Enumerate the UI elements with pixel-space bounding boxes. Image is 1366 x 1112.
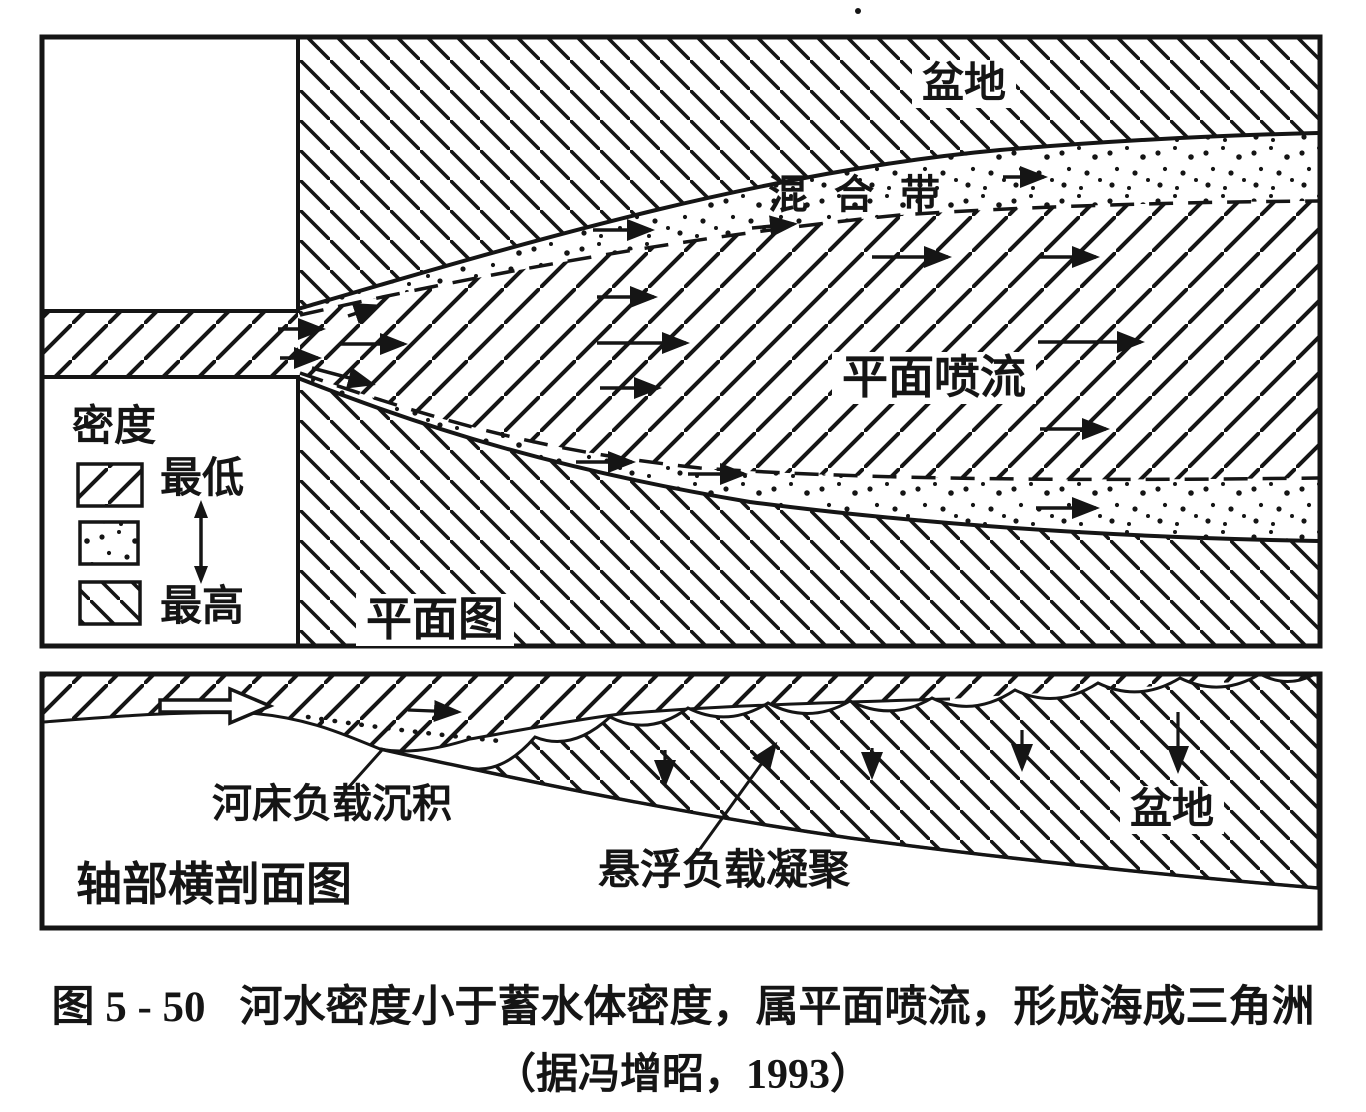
plane-jet-area xyxy=(300,201,1318,480)
mixing-zone-label: 混 合 带 xyxy=(768,172,948,217)
section-basin-label: 盆地 xyxy=(1120,786,1225,834)
cross-section-border xyxy=(39,671,1323,931)
legend-lowest-label: 最低 xyxy=(160,456,245,502)
flow-arrows xyxy=(278,166,1145,519)
down-arrowhead-icon xyxy=(194,566,208,584)
basin-floor-line xyxy=(379,747,1318,890)
plane-jet-label: 平面喷流 xyxy=(832,352,1036,404)
diagonal-down-hatch-swatch xyxy=(78,580,142,626)
cross-section-panel xyxy=(39,671,1323,931)
figure-number: 图 5 - 50 xyxy=(51,984,206,1031)
bed-load-label: 河床负载沉积 xyxy=(212,781,452,826)
section-panel-label: 轴部横剖面图 xyxy=(76,859,352,910)
lower-mixing-boundary xyxy=(297,376,1318,543)
settling-arrows xyxy=(654,712,1189,788)
flow-arrow xyxy=(347,303,382,325)
river-channel xyxy=(44,312,298,376)
upper-mixing-boundary xyxy=(297,131,1318,311)
plan-panel-border xyxy=(39,34,1323,649)
ink-speck xyxy=(855,8,861,14)
legend-title: 密度 xyxy=(72,404,157,450)
figure-caption: 图 5 - 50 河水密度小于蓄水体密度，属平面喷流，形成海成三角洲 xyxy=(0,972,1366,1034)
dotted-swatch xyxy=(78,520,140,566)
flow-arrow xyxy=(751,215,798,238)
up-arrowhead-icon xyxy=(194,500,208,518)
plan-panel-label: 平面图 xyxy=(356,594,514,646)
flow-arrow xyxy=(407,700,462,723)
flow-arrow xyxy=(311,366,376,389)
figure-source: （据冯增昭，1993） xyxy=(493,1052,872,1098)
plan-view-panel xyxy=(39,34,1323,649)
diagonal-up-hatch-swatch xyxy=(76,462,144,508)
surface-flow-band xyxy=(44,676,1318,752)
figure-caption-text: 河水密度小于蓄水体密度，属平面喷流，形成海成三角洲 xyxy=(239,984,1315,1031)
river-flow-outline-arrow xyxy=(158,686,275,726)
bed-load-leader-line xyxy=(346,748,384,790)
legend-highest-label: 最高 xyxy=(160,584,245,630)
density-legend xyxy=(76,462,208,626)
suspended-load-pointer-arrow xyxy=(698,741,778,850)
suspended-load-label: 悬浮负载凝聚 xyxy=(598,848,851,894)
upper-jet-dashed-boundary xyxy=(299,199,1318,317)
plan-basin-label: 盆地 xyxy=(912,60,1017,108)
